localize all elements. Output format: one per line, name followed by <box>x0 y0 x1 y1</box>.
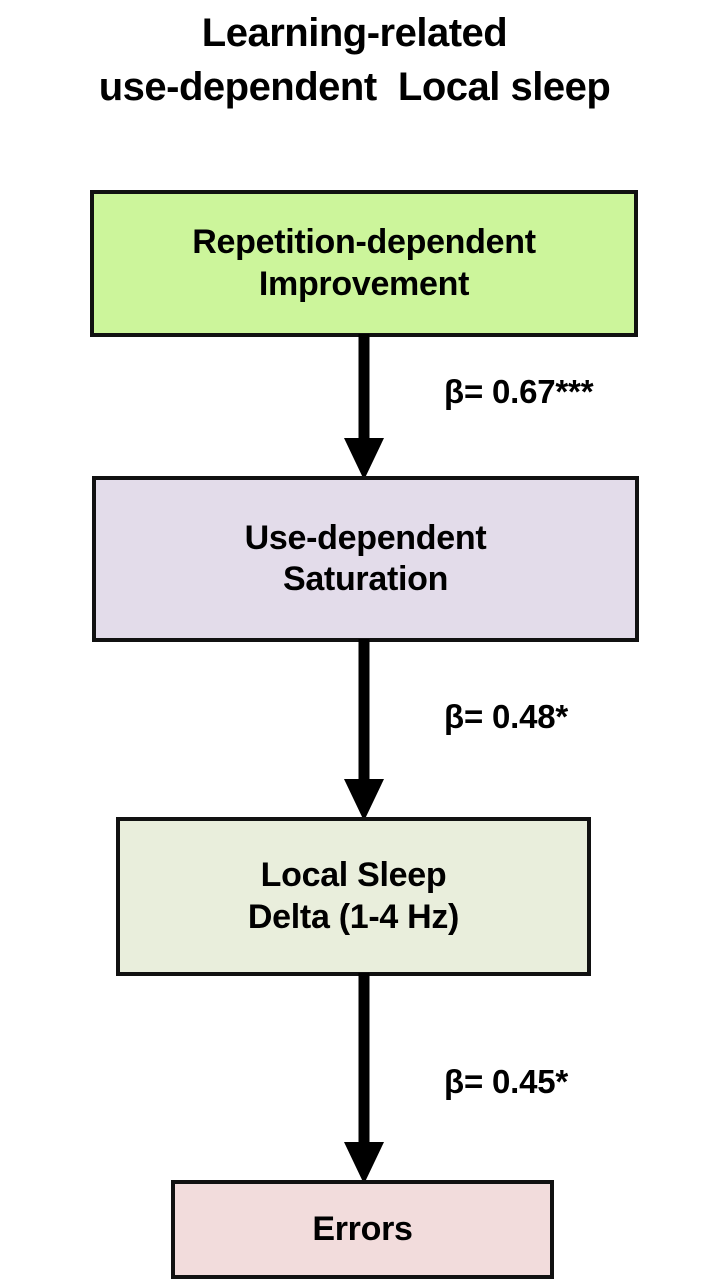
figure-title-line-2: use-dependent Local sleep <box>98 65 611 109</box>
arrow-saturation-to-local-sleep <box>336 639 392 821</box>
node-local-sleep-delta: Local Sleep Delta (1-4 Hz) <box>116 817 591 976</box>
node-local-sleep-delta-label: Local Sleep Delta (1-4 Hz) <box>247 856 460 936</box>
arrow-improvement-to-saturation <box>336 334 392 480</box>
node-errors-label: Errors <box>312 1209 413 1248</box>
edge-label-beta-saturation-local-sleep: β= 0.48* <box>444 698 569 735</box>
node-use-dependent-saturation: Use-dependent Saturation <box>92 476 639 642</box>
edge-label-beta-improvement-saturation: β= 0.67*** <box>444 373 594 410</box>
figure-title-line-1: Learning-related <box>201 11 508 55</box>
node-repetition-dependent-improvement-label: Repetition-dependent Improvement <box>192 223 536 303</box>
node-errors: Errors <box>171 1180 554 1279</box>
node-use-dependent-saturation-label: Use-dependent Saturation <box>244 518 487 598</box>
node-repetition-dependent-improvement: Repetition-dependent Improvement <box>90 190 638 337</box>
arrow-local-sleep-to-errors <box>336 973 392 1184</box>
figure-title: Learning-related use-dependent Local sle… <box>0 6 709 114</box>
edge-label-beta-local-sleep-errors: β= 0.45* <box>444 1063 569 1100</box>
